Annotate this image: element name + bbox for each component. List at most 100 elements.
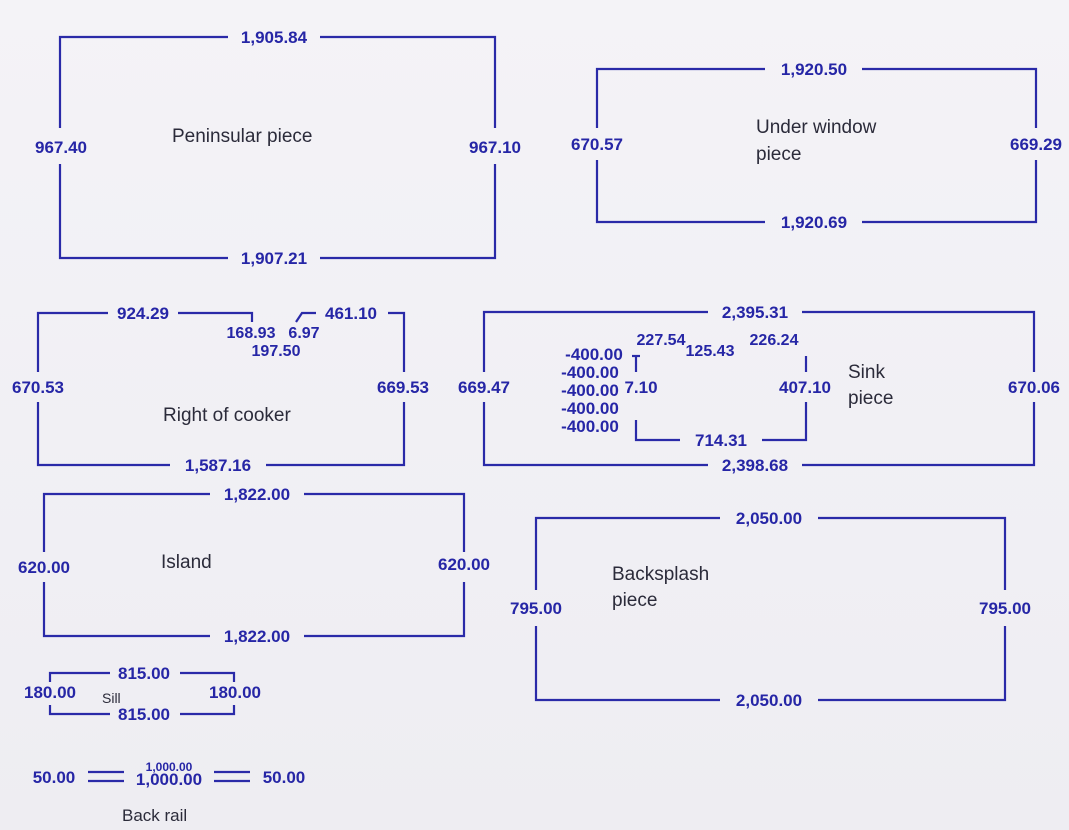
back-rail-piece: 1,000.00 1,000.00 50.00 50.00 Back rail: [33, 760, 306, 825]
backsplash-outline-top-left: [534, 516, 720, 590]
under-window-label-line2: piece: [756, 144, 801, 165]
cooker-notch-c-dimension: 197.50: [252, 343, 301, 360]
cooker-left-dimension: 670.53: [12, 378, 64, 397]
peninsular-left-dimension: 967.40: [35, 138, 87, 157]
under-window-bottom-dimension: 1,920.69: [781, 213, 847, 232]
backsplash-left-dimension: 795.00: [510, 599, 562, 618]
island-label: Island: [161, 552, 212, 573]
sink-cutout-top-mid-dimension: 125.43: [686, 343, 735, 360]
cooker-right-dimension: 669.53: [377, 378, 429, 397]
sink-bottom-dimension: 2,398.68: [722, 456, 788, 475]
sink-stack-value-4: -400.00: [561, 399, 619, 418]
island-outline-bottom-left: [42, 582, 210, 638]
backsplash-right-dimension: 795.00: [979, 599, 1031, 618]
back-rail-label: Back rail: [122, 806, 187, 825]
peninsular-outline: [58, 35, 228, 128]
cooker-bottom-dimension: 1,587.16: [185, 456, 251, 475]
back-rail-top-dimension: 1,000.00: [146, 760, 193, 774]
cooker-outline-bottom-right: [266, 402, 406, 467]
sink-cutout-top-right-dimension: 226.24: [750, 332, 799, 349]
sink-cutout-left-dimension: 7.10: [624, 378, 657, 397]
cooker-notch-b-dimension: 6.97: [288, 325, 319, 342]
sink-cutout-right-dimension: 407.10: [779, 378, 831, 397]
peninsular-label: Peninsular piece: [172, 126, 312, 147]
sink-piece: 2,395.31 2,398.68 669.47 670.06 227.54 1…: [458, 303, 1060, 475]
backsplash-label-line1: Backsplash: [612, 564, 709, 585]
under-window-left-dimension: 670.57: [571, 135, 623, 154]
cooker-notch-a-dimension: 168.93: [227, 325, 276, 342]
cooker-outline-left-lower: [36, 402, 170, 467]
right-of-cooker-piece: 924.29 461.10 168.93 6.97 197.50 1,587.1…: [12, 304, 429, 475]
peninsular-right-dimension: 967.10: [469, 138, 521, 157]
cooker-label: Right of cooker: [163, 405, 291, 426]
sink-top-dimension: 2,395.31: [722, 303, 788, 322]
peninsular-outline-top-right: [320, 35, 497, 128]
peninsular-top-dimension: 1,905.84: [241, 28, 308, 47]
sink-cutout-bottom-right: [762, 402, 808, 442]
peninsular-piece: 1,905.84 1,907.21 967.40 967.10 Peninsul…: [35, 28, 521, 268]
peninsular-outline-bottom-right: [320, 164, 497, 260]
backsplash-bottom-dimension: 2,050.00: [736, 691, 802, 710]
island-outline-top-right: [304, 492, 466, 552]
under-window-top-dimension: 1,920.50: [781, 60, 847, 79]
backsplash-piece: 2,050.00 2,050.00 795.00 795.00 Backspla…: [510, 509, 1031, 710]
sink-outline-bottom-right: [802, 402, 1036, 467]
sill-piece: 815.00 815.00 180.00 180.00 Sill: [24, 664, 261, 724]
island-outline-top-left: [42, 492, 210, 552]
cooker-top-right-dimension: 461.10: [325, 304, 377, 323]
backsplash-label-line2: piece: [612, 590, 657, 611]
sill-outline-top-right: [180, 671, 236, 682]
under-window-piece: 1,920.50 1,920.69 670.57 669.29 Under wi…: [571, 60, 1062, 232]
sink-cutout-bottom: [634, 420, 680, 442]
under-window-label-line1: Under window: [756, 117, 877, 138]
sill-right-dimension: 180.00: [209, 683, 261, 702]
sink-left-dimension: 669.47: [458, 378, 510, 397]
sill-top-dimension: 815.00: [118, 664, 170, 683]
peninsular-outline-bottom-left: [58, 164, 228, 260]
sink-stack-value-2: -400.00: [561, 363, 619, 382]
backsplash-top-dimension: 2,050.00: [736, 509, 802, 528]
cooker-top-left-dimension: 924.29: [117, 304, 169, 323]
under-window-outline-top-right: [862, 67, 1038, 128]
sink-cutout-bottom-dimension: 714.31: [695, 431, 747, 450]
backsplash-outline-bottom-right: [818, 626, 1007, 702]
sink-cutout-top-left-dimension: 227.54: [637, 332, 686, 349]
sink-outline-bottom-left: [482, 402, 708, 467]
peninsular-bottom-dimension: 1,907.21: [241, 249, 307, 268]
island-right-dimension: 620.00: [438, 555, 490, 574]
island-top-dimension: 1,822.00: [224, 485, 290, 504]
backsplash-outline-bottom-left: [534, 626, 720, 702]
under-window-outline-bottom-right: [862, 160, 1038, 224]
sink-stack-value-3: -400.00: [561, 381, 619, 400]
cooker-outline-top-mid: [178, 311, 254, 322]
island-left-dimension: 620.00: [18, 558, 70, 577]
sink-label-line2: piece: [848, 388, 893, 409]
island-outline-bottom-right: [304, 582, 466, 638]
sill-bottom-dimension: 815.00: [118, 705, 170, 724]
sink-stack-value-5: -400.00: [561, 417, 619, 436]
sill-outline-bottom-left: [48, 705, 110, 716]
sink-label-line1: Sink: [848, 362, 885, 383]
cooker-outline-notch: [295, 311, 316, 323]
under-window-outline-top-left: [595, 67, 765, 128]
sill-outline-bottom-right: [180, 705, 236, 716]
sink-outline-top-left: [482, 310, 708, 372]
sill-outline-top-left: [48, 671, 110, 682]
sill-left-dimension: 180.00: [24, 683, 76, 702]
island-piece: 1,822.00 1,822.00 620.00 620.00 Island: [18, 485, 490, 646]
island-bottom-dimension: 1,822.00: [224, 627, 290, 646]
sink-stack-value-1: -400.00: [565, 345, 623, 364]
sink-right-dimension: 670.06: [1008, 378, 1060, 397]
under-window-outline-bottom-left: [595, 160, 765, 224]
sill-label: Sill: [102, 690, 121, 706]
back-rail-left-dimension: 50.00: [33, 768, 76, 787]
cooker-outline-left: [36, 311, 108, 372]
under-window-right-dimension: 669.29: [1010, 135, 1062, 154]
back-rail-right-dimension: 50.00: [263, 768, 306, 787]
backsplash-outline-top-right: [818, 516, 1007, 590]
cooker-outline-right: [388, 311, 406, 372]
back-rail-bottom-dimension: 1,000.00: [136, 770, 202, 789]
sink-outline-top-right: [802, 310, 1036, 372]
